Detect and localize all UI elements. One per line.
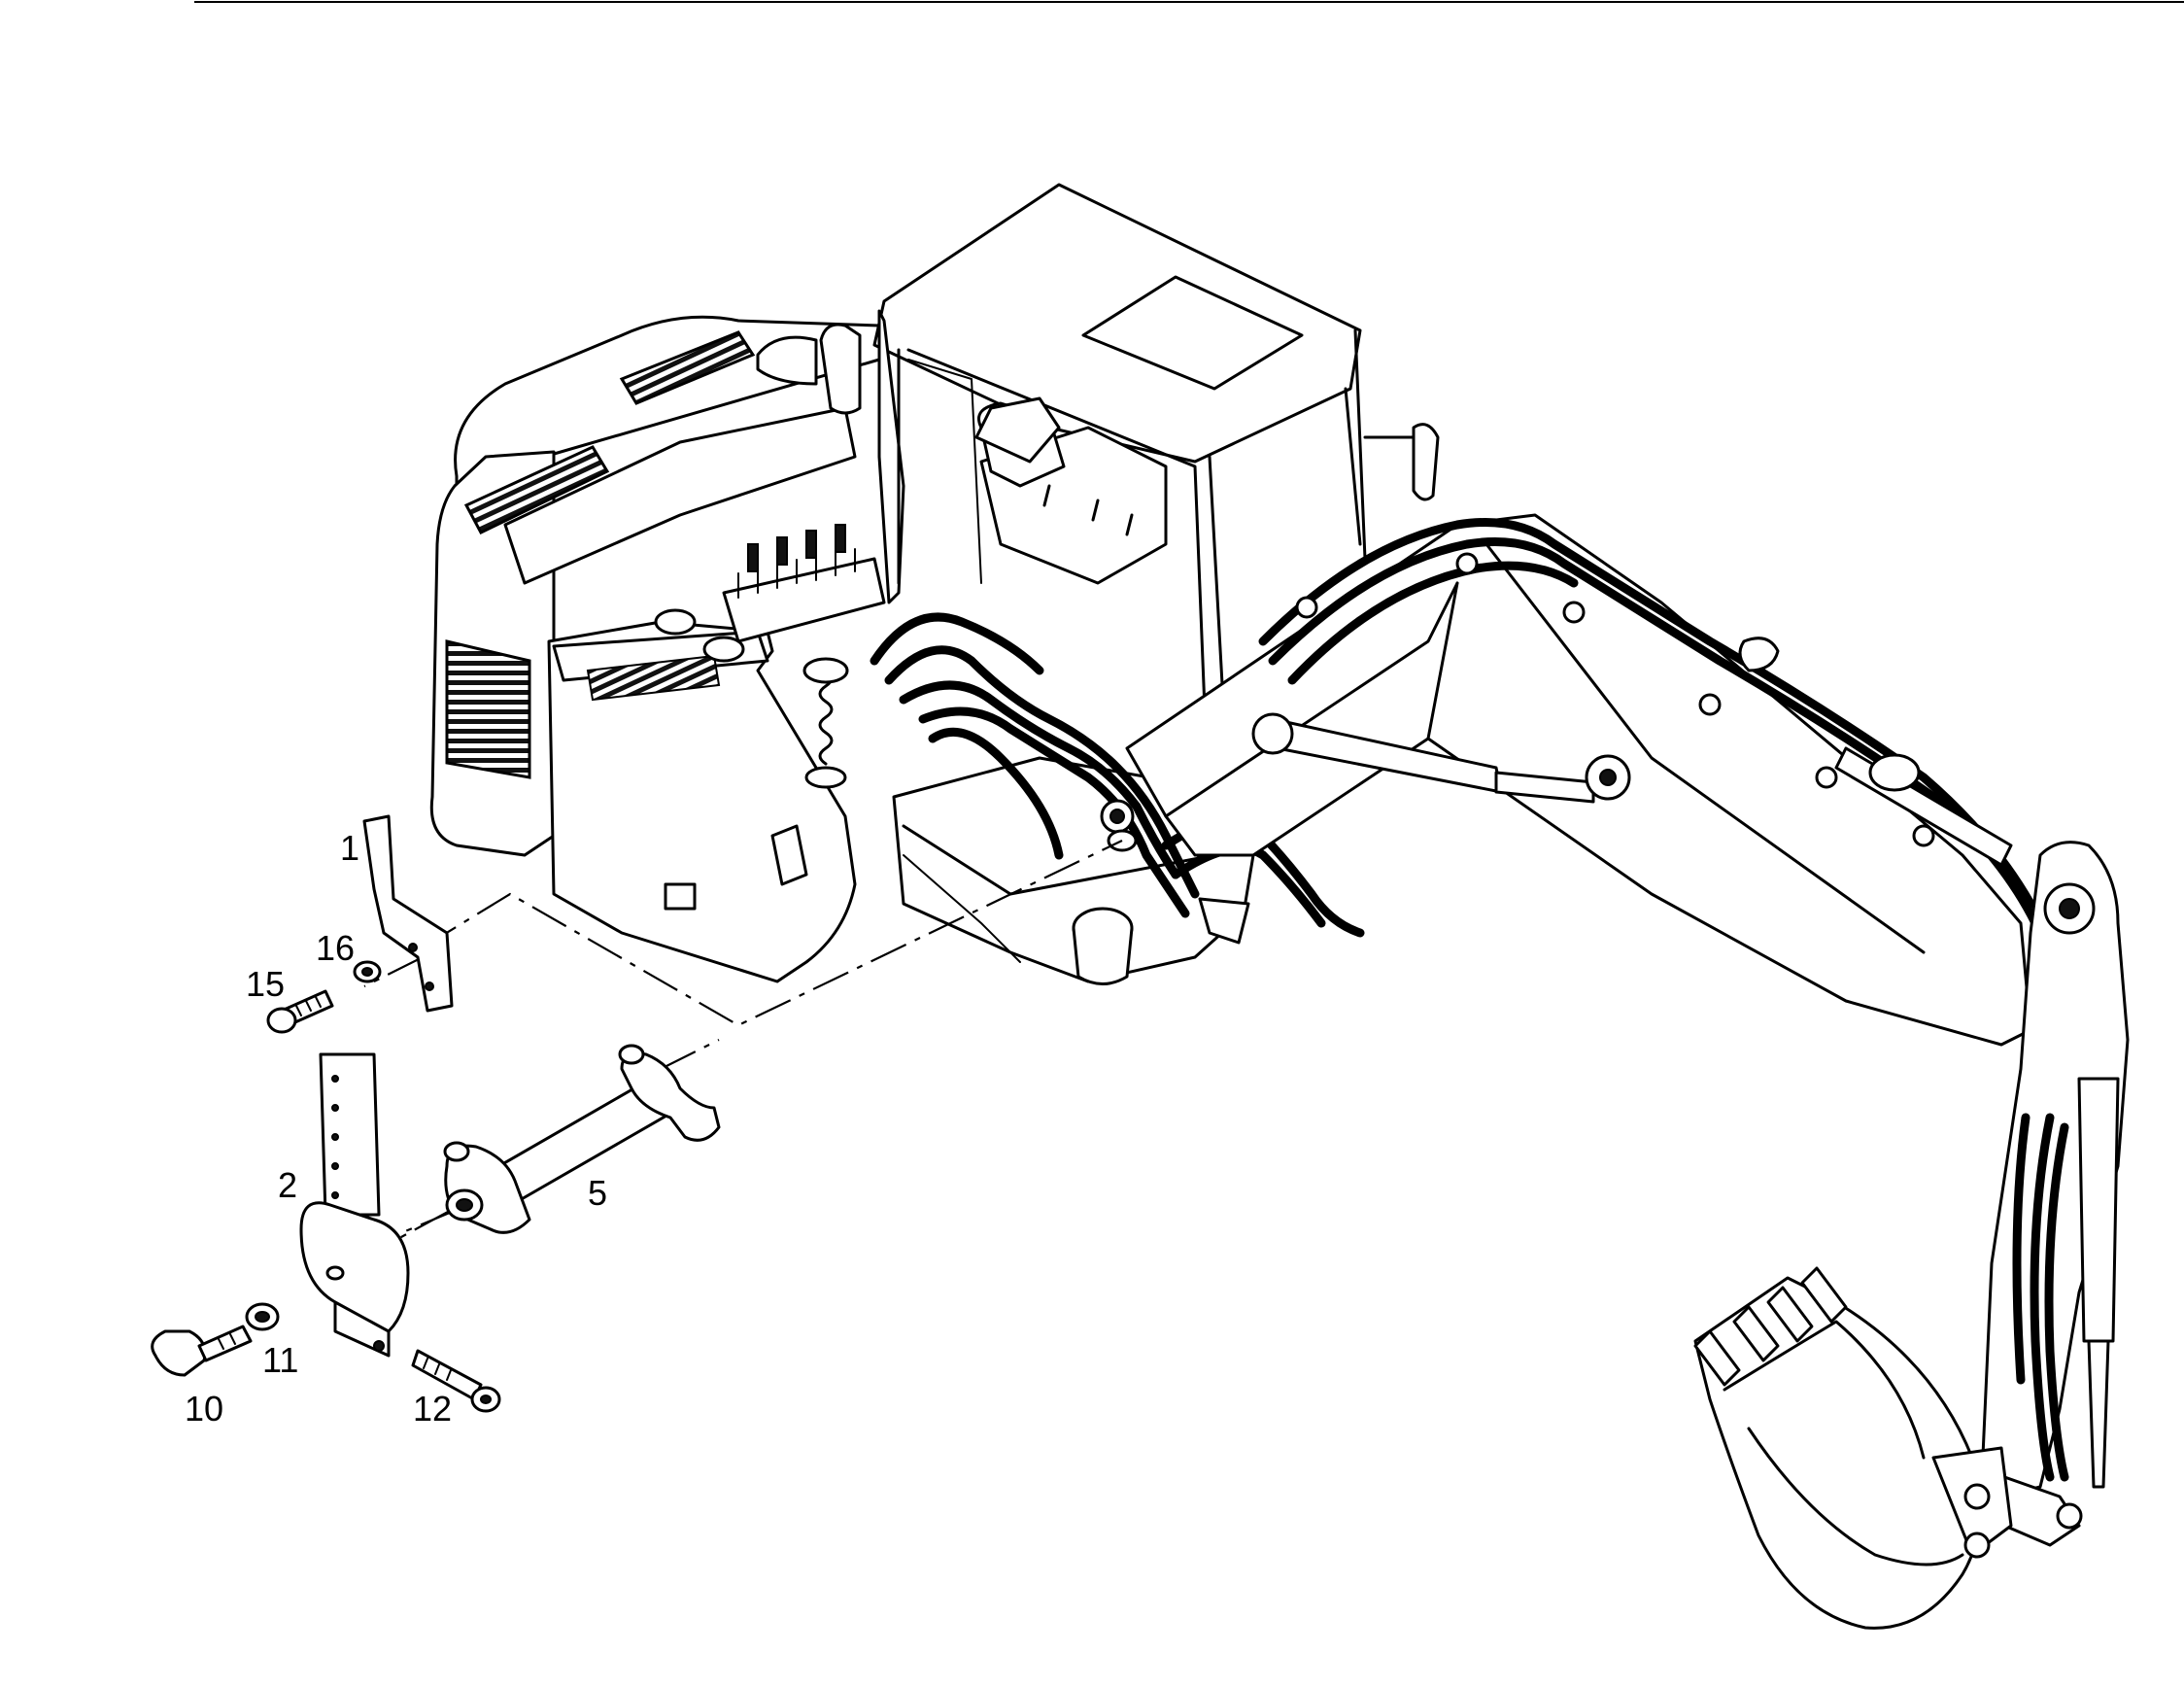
toolbox-latch: [664, 882, 697, 911]
arm: [1980, 841, 2130, 1498]
part-15-bolt: [266, 989, 334, 1034]
part-12-socket-bolt: [411, 1349, 501, 1413]
control-valve-bank: [722, 524, 886, 643]
callout-labels: 1 16 15 2 5 11 10 12: [185, 828, 607, 1429]
cab-roof-panel: [1081, 275, 1304, 391]
side-mirror: [1412, 423, 1440, 501]
pilot-spring: [818, 669, 834, 766]
operator-cab: [872, 183, 1440, 721]
filler-cap-2: [702, 636, 745, 663]
part-10-hex-bolt: [151, 1325, 253, 1377]
side-toolbox: [547, 620, 857, 983]
part-1-bracket-plate: [362, 814, 454, 1013]
assembly-center-lines: [363, 840, 1123, 1245]
part-11-washer: [245, 1302, 280, 1331]
rear-grill: [445, 639, 531, 779]
callout-2: 2: [278, 1165, 297, 1205]
arm-cylinder: [1738, 637, 2013, 867]
callout-11: 11: [262, 1340, 298, 1380]
part-5-shaft-assembly: [443, 1044, 721, 1234]
callout-16: 16: [316, 928, 355, 968]
part-2-clamp-bracket: [299, 1052, 410, 1358]
seat-back: [974, 396, 1061, 464]
callout-12: 12: [413, 1389, 452, 1429]
part-16-washer: [353, 960, 382, 983]
engine-vent-right: [619, 330, 756, 405]
excavator-illustration: [429, 183, 2130, 1630]
hose-clamp: [1295, 596, 1318, 619]
engine-vent-left: [463, 445, 610, 534]
boom-cylinder: [1251, 712, 1631, 804]
bucket: [1693, 1266, 2013, 1630]
toolbox-grill: [586, 654, 721, 702]
exhaust-pipe: [819, 323, 862, 415]
filler-cap-1: [654, 608, 697, 636]
bucket-tooth: [1693, 1329, 1741, 1387]
callout-10: 10: [185, 1389, 223, 1429]
engine-hood: [503, 406, 857, 585]
side-panel-handle: [770, 824, 808, 886]
callout-1: 1: [340, 828, 359, 868]
callout-5: 5: [588, 1173, 607, 1213]
callout-15: 15: [246, 964, 285, 1004]
